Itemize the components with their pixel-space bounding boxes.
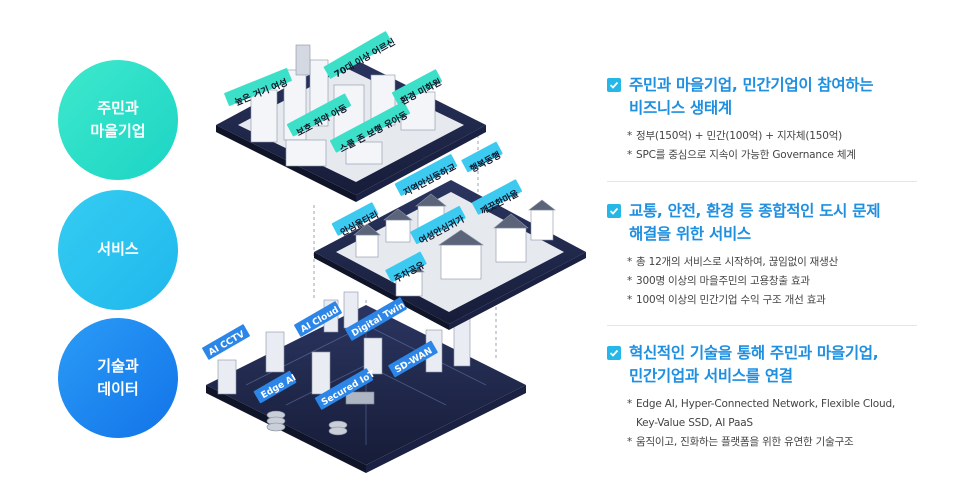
section-title: 혁신적인 기술을 통해 주민과 마을기업, 민간기업과 서비스를 연결 [629,344,879,385]
pillar-residents-circle: 주민과 마을기업 [58,60,178,180]
checkbox-icon [607,346,621,360]
service-platform [314,180,586,330]
residents-platform [216,44,486,202]
section-title: 교통, 안전, 환경 등 종합적인 도시 문제 해결을 위한 서비스 [629,202,881,243]
bullet-item: SPC를 중심으로 지속이 가능한 Governance 체계 [627,146,917,165]
bullet-item: 300명 이상의 마을주민의 고용창출 효과 [627,272,917,291]
section-business-ecosystem: 주민과 마을기업, 민간기업이 참여하는 비즈니스 생태계 정부(150억) +… [607,74,917,165]
pillar-service-circle: 서비스 [58,190,178,310]
tech-tags [202,297,438,410]
bullet-item: 움직이고, 진화하는 플랫폼을 위한 유연한 기술구조 [627,433,917,452]
section-innovative-technology: 혁신적인 기술을 통해 주민과 마을기업, 민간기업과 서비스를 연결 Edge… [607,342,917,452]
divider [607,325,917,326]
technology-platform [206,291,526,473]
smart-city-illustration: 높은 거기 여성 70대 이상 어르신 보호 취약 아동 환경 미화원 스쿨 존… [196,30,586,485]
section-urban-services: 교통, 안전, 환경 등 종합적인 도시 문제 해결을 위한 서비스 총 12개… [607,200,917,310]
service-tags [331,141,523,283]
bullet-item: 정부(150억) + 민간(100억) + 지자체(150억) [627,127,917,146]
bullet-item: Edge AI, Hyper-Connected Network, Flexib… [627,395,917,433]
checkbox-icon [607,204,621,218]
checkbox-icon [607,78,621,92]
section-title: 주민과 마을기업, 민간기업이 참여하는 비즈니스 생태계 [629,76,874,117]
bullet-item: 100억 이상의 민간기업 수익 구조 개선 효과 [627,291,917,310]
divider [607,181,917,182]
bullet-item: 총 12개의 서비스로 시작하여, 끊임없이 재생산 [627,253,917,272]
resident-tags [224,31,443,153]
pillar-technology-circle: 기술과 데이터 [58,318,178,438]
